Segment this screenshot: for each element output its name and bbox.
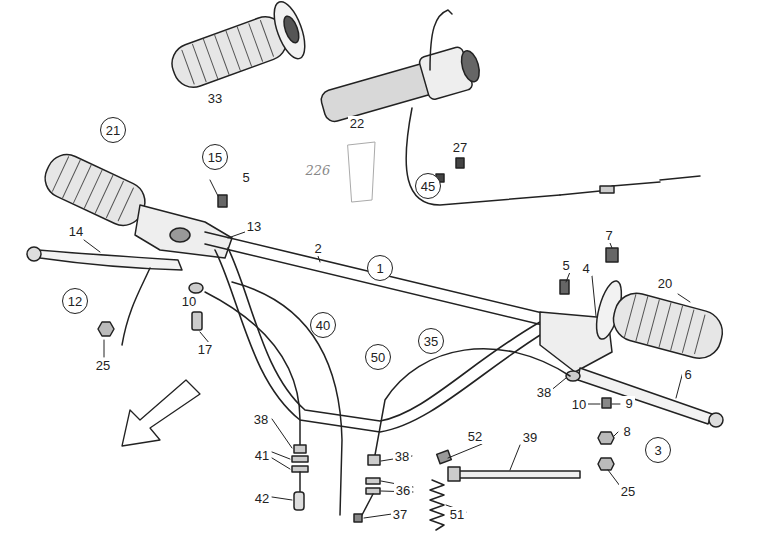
callout-number: 22	[348, 116, 366, 131]
callout-number: 15	[208, 150, 222, 165]
callout-number: 50	[371, 350, 385, 365]
callout-number: 33	[206, 91, 224, 106]
callout-number: 41	[253, 448, 271, 463]
callout-circle: 35	[418, 328, 444, 354]
callout-number: 8	[621, 424, 632, 439]
callout-circle: 15	[202, 144, 228, 170]
callout-number: 9	[623, 396, 634, 411]
callout-number: 1	[376, 261, 383, 276]
callout-number: 5	[240, 170, 251, 185]
callout-number: 52	[466, 429, 484, 444]
callout-circle: 40	[310, 312, 336, 338]
callout-number: 21	[106, 123, 120, 138]
callout-circle: 12	[62, 288, 88, 314]
callout-number: 38	[535, 385, 553, 400]
callout-number: 35	[424, 334, 438, 349]
callout-circle: 21	[100, 117, 126, 143]
callout-number: 25	[94, 358, 112, 373]
callout-number: 10	[180, 294, 198, 309]
callout-circle: 45	[415, 173, 441, 199]
callout-number: 10	[570, 397, 588, 412]
callout-number: 45	[421, 179, 435, 194]
callout-number: 4	[580, 261, 591, 276]
handwritten-note: 226	[304, 163, 333, 178]
callout-number: 51	[448, 507, 466, 522]
callout-number: 7	[603, 228, 614, 243]
callout-number: 6	[682, 367, 693, 382]
callout-number: 38	[252, 412, 270, 427]
callout-number: 3	[654, 443, 661, 458]
callout-number: 37	[391, 507, 409, 522]
callout-number: 5	[560, 258, 571, 273]
callout-circle: 1	[367, 255, 393, 281]
callout-circle: 3	[645, 437, 671, 463]
callout-number: 39	[521, 430, 539, 445]
callout-number: 12	[68, 294, 82, 309]
callout-number: 42	[253, 491, 271, 506]
callout-circle: 50	[365, 344, 391, 370]
callout-number: 25	[619, 484, 637, 499]
callout-number: 13	[245, 219, 263, 234]
callout-number: 38	[393, 449, 411, 464]
callout-number: 20	[656, 276, 674, 291]
callout-number: 17	[196, 342, 214, 357]
callout-number: 2	[312, 241, 323, 256]
callout-number: 14	[67, 224, 85, 239]
callout-number: 36	[394, 483, 412, 498]
callout-number: 27	[451, 140, 469, 155]
callout-number: 40	[316, 318, 330, 333]
